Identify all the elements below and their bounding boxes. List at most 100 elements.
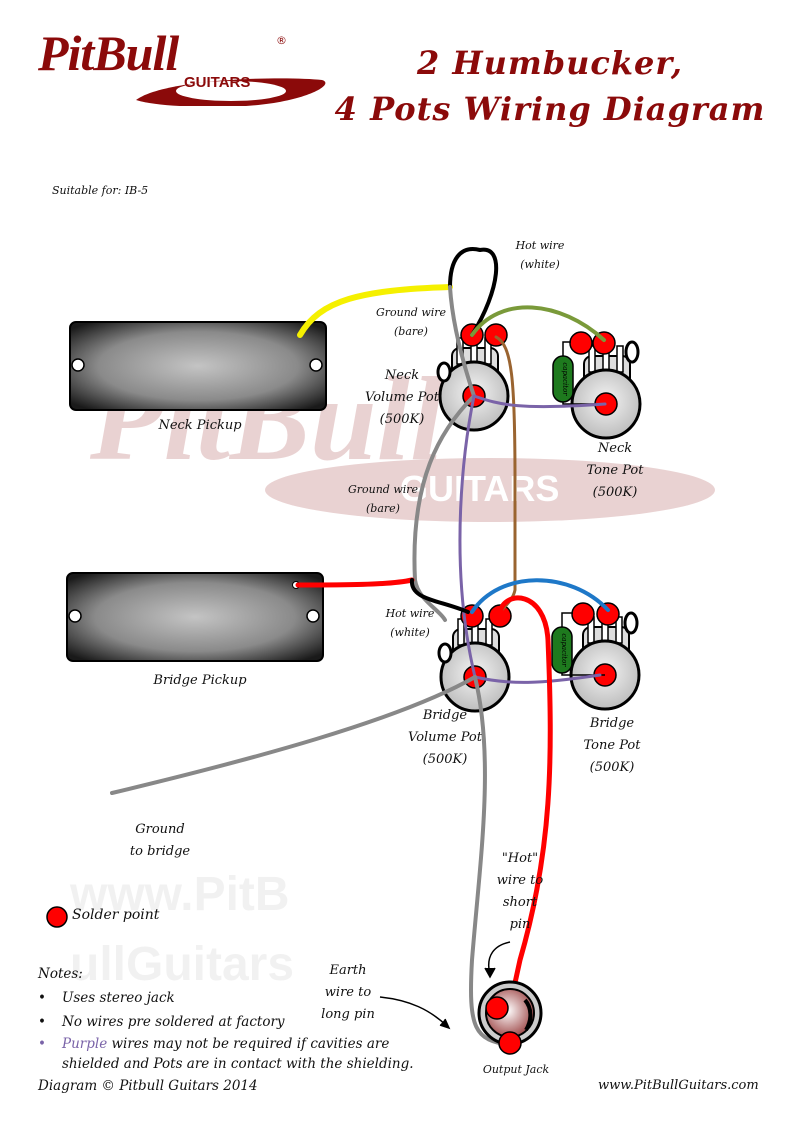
label-line: (bare)	[394, 325, 428, 338]
wire-red-output	[497, 595, 553, 1018]
earth-jack-label: Earth wire to long pin	[308, 960, 388, 1026]
wire-neck-hot-yellow	[297, 284, 453, 338]
hot-wire-top-label: Hot wire (white)	[500, 236, 580, 274]
legend-solder-point-label: Solder point	[72, 907, 160, 923]
bullet-icon: •	[38, 1014, 46, 1030]
title-line-2: 4 Pots Wiring Diagram	[334, 90, 766, 128]
pot-name: Bridge	[422, 708, 468, 723]
website-link[interactable]: www.PitBullGuitars.com	[598, 1078, 759, 1093]
label-line: to bridge	[129, 844, 191, 859]
logo-brand-text: PitBull	[38, 25, 179, 81]
logo-registered-mark: ®	[276, 34, 287, 47]
neck-pickup	[69, 321, 327, 411]
wire-neck-hot-black	[448, 247, 499, 337]
pot-name: Bridge	[589, 716, 635, 731]
logo-swoosh-icon	[136, 78, 326, 106]
wire-ground-jack-gray	[469, 675, 512, 1047]
note-text: wires may not be required if cavities ar…	[62, 1036, 414, 1072]
mounting-hole-icon	[68, 609, 82, 623]
solder-point-icon	[596, 602, 620, 626]
label-line: pin	[509, 917, 531, 932]
label-line: Hot wire	[385, 607, 435, 620]
notes-heading: Notes:	[38, 966, 83, 982]
watermark-swoosh-icon	[265, 458, 715, 522]
suitable-for: Suitable for: IB-5	[52, 184, 149, 197]
pot-tab-icon	[437, 642, 453, 664]
pot-type: Tone Pot	[583, 738, 641, 753]
pot-value: (500K)	[592, 485, 638, 500]
label-line: (bare)	[366, 502, 400, 515]
watermark-url: www.PitB ullGuitars	[70, 860, 294, 1000]
pot-tab-icon	[624, 340, 640, 364]
ground-wire-top-label: Ground wire (bare)	[366, 303, 456, 341]
watermark-url-line2: ullGuitars	[70, 938, 295, 991]
label-line: wire to	[496, 873, 544, 888]
capacitor-icon: capacitor	[552, 341, 606, 405]
label-line: Ground	[135, 822, 185, 837]
ground-to-bridge-label: Ground to bridge	[110, 819, 210, 863]
neck-tone-pot: capacitor	[552, 331, 642, 440]
wires	[110, 247, 610, 1047]
note-item: • No wires pre soldered at factory	[38, 1010, 418, 1034]
bridge-pickup	[66, 572, 324, 662]
pot-tab-icon	[436, 361, 452, 383]
pot-tab-icon	[623, 611, 639, 635]
label-line: Ground wire	[375, 306, 447, 319]
watermark-url-line1: www.PitB	[70, 868, 290, 921]
solder-point-icon	[569, 331, 593, 355]
pot-type: Volume Pot	[408, 730, 482, 745]
mounting-hole-icon	[309, 358, 323, 372]
wire-blue	[470, 578, 610, 614]
wire-ground-bridge-gray	[110, 675, 477, 795]
notes-list: • Uses stereo jack • No wires pre soldered…	[38, 986, 418, 1074]
bridge-tone-pot: capacitor	[551, 602, 641, 711]
pot-value: (500K)	[379, 412, 425, 427]
wire-bridge-hot-black	[410, 578, 470, 614]
ground-wire-mid-label: Ground wire (bare)	[338, 480, 428, 518]
bridge-tone-pot-label: Bridge Tone Pot (500K)	[562, 713, 662, 779]
bridge-volume-pot-label: Bridge Volume Pot (500K)	[395, 705, 495, 771]
bridge-pickup-label: Bridge Pickup	[153, 673, 247, 688]
neck-tone-pot-label: Neck Tone Pot (500K)	[565, 438, 665, 504]
legend-solder-point-icon	[46, 906, 68, 928]
wire-purple-long	[458, 394, 477, 679]
capacitor-label: capacitor	[561, 362, 569, 396]
wire-bridge-purple-tone	[473, 673, 602, 684]
capacitor-label: capacitor	[560, 633, 568, 667]
label-line: Hot wire	[515, 239, 565, 252]
brand-logo: PitBull ® GUITARS	[36, 25, 326, 106]
label-line: "Hot"	[501, 851, 539, 866]
wire-bridge-hot-red	[295, 577, 415, 588]
page-title: 2 Humbucker, 4 Pots Wiring Diagram	[330, 40, 770, 132]
solder-point-icon	[485, 996, 509, 1020]
neck-volume-pot-label: Neck Volume Pot (500K)	[352, 365, 452, 431]
solder-point-icon	[571, 602, 595, 626]
label-line: wire to	[324, 985, 372, 1000]
wire-neck-purple-tone	[472, 394, 607, 409]
bullet-icon: •	[38, 1036, 46, 1052]
wire-green	[470, 305, 606, 342]
solder-point-icon	[488, 604, 512, 628]
pot-name: Neck	[597, 441, 633, 456]
output-jack-label: Output Jack	[482, 1063, 550, 1076]
label-line: Ground wire	[347, 483, 419, 496]
neck-pickup-label: Neck Pickup	[158, 418, 242, 433]
bullet-icon: •	[38, 990, 46, 1006]
earth-arrow-icon	[379, 996, 448, 1027]
note-text: Uses stereo jack	[62, 990, 175, 1006]
hot-wire-bridge-label: Hot wire (white)	[370, 604, 450, 642]
logo-sub-text: GUITARS	[184, 74, 251, 91]
label-line: (white)	[520, 258, 560, 271]
wire-neck-ground-gray	[448, 285, 476, 398]
mounting-hole-icon	[71, 358, 85, 372]
hot-jack-label: "Hot" wire to short pin	[480, 848, 560, 936]
note-item: •Purple wires may not be required if cav…	[38, 1034, 418, 1074]
pot-type: Tone Pot	[586, 463, 644, 478]
pot-value: (500K)	[589, 760, 635, 775]
notes: Notes: • Uses stereo jack • No wires pre s…	[38, 962, 418, 1098]
wire-ground-mid-gray	[412, 394, 476, 622]
note-text: No wires pre soldered at factory	[62, 1014, 285, 1030]
label-line: long pin	[321, 1007, 375, 1022]
mounting-hole-icon	[306, 609, 320, 623]
